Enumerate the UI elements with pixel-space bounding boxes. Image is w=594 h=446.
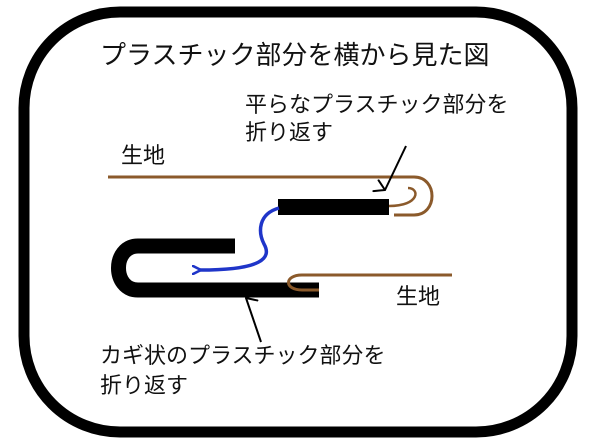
label-flat-plastic-line2: 折り返す [245, 121, 333, 146]
flat-plastic-fold [388, 186, 417, 208]
label-fabric-top: 生地 [121, 144, 165, 169]
pointer-flat-plastic [372, 145, 407, 193]
label-flat-plastic-line1: 平らなプラスチック部分を [245, 93, 509, 118]
top-fabric-line [108, 175, 434, 217]
flat-plastic-part [278, 199, 389, 215]
bottom-fabric-line [287, 273, 452, 292]
rounded-border [18, 6, 578, 438]
label-hook-plastic-line2: 折り返す [100, 374, 188, 399]
pointer-hook-plastic [245, 288, 262, 343]
label-hook-plastic-line1: カギ状のプラスチック部分を [100, 344, 386, 369]
label-fabric-bottom: 生地 [396, 285, 440, 310]
motion-arrow [200, 206, 280, 270]
diagram-title: プラスチック部分を横から見た図 [100, 41, 489, 71]
hook-plastic-part [111, 238, 319, 298]
